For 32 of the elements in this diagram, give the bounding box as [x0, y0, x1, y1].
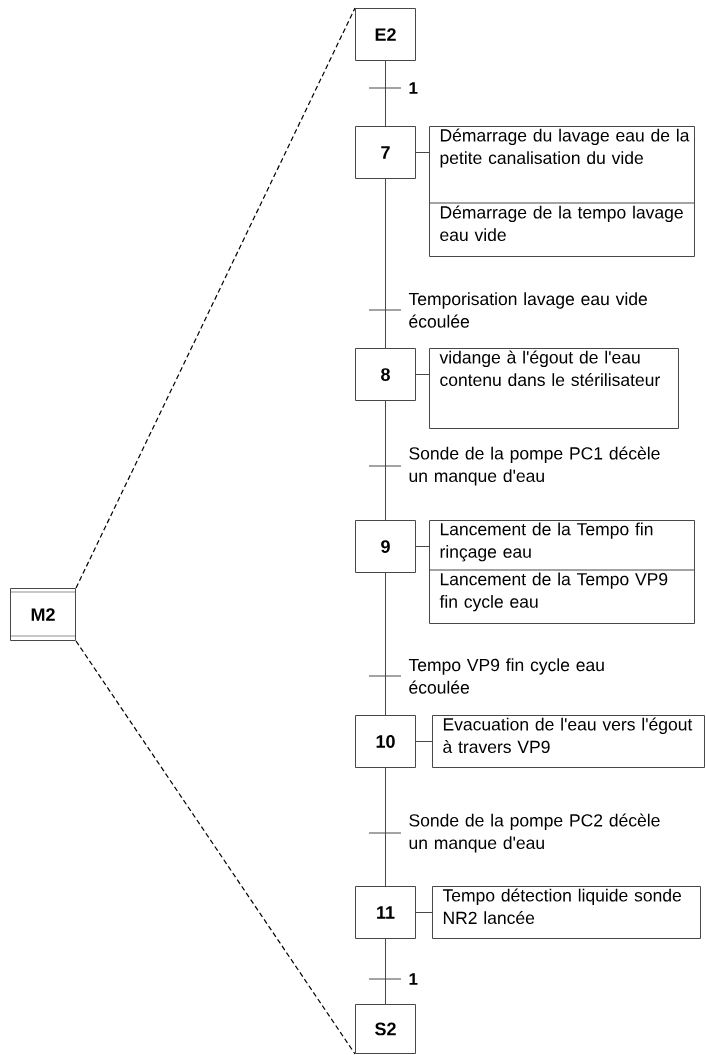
- step-box: 9: [355, 520, 416, 573]
- link-line: [415, 374, 430, 375]
- link-line: [385, 767, 386, 887]
- link-line: [385, 400, 386, 521]
- action-box: Démarrage du lavage eau de la petite canalisation du vide Démarrage de la tempo lavage eau vide: [428, 126, 695, 257]
- step-box: E2: [355, 8, 416, 61]
- step-box: 11: [355, 886, 416, 939]
- step-box: S2: [355, 1004, 416, 1054]
- action-box: Tempo détection liquide sonde NR2 lancée: [432, 886, 701, 939]
- link-line: [385, 60, 386, 127]
- transition-label: Sonde de la pompe PC1 décèle un manque d'eau: [409, 446, 660, 486]
- link-line: [415, 546, 430, 547]
- link-line: [415, 741, 433, 742]
- macro-step-box: M2: [9, 588, 76, 641]
- transition-label: 1: [409, 82, 418, 94]
- action-box: Evacuation de l'eau vers l'égout à travers VP9: [432, 715, 705, 768]
- transition-label: 1: [409, 973, 418, 985]
- link-line: [385, 178, 386, 349]
- link-line: [385, 572, 386, 716]
- step-box: 8: [355, 348, 416, 401]
- zoom-line: [75, 640, 356, 1055]
- link-line: [415, 152, 430, 153]
- step-box: 10: [355, 715, 416, 768]
- action-box: vidange à l'égout de l'eau contenu dans le stérilisateur: [429, 348, 679, 429]
- step-box: 7: [355, 126, 416, 179]
- transition-label: Tempo VP9 fin cycle eau écoulée: [408, 658, 604, 694]
- link-line: [385, 938, 386, 1005]
- action-box: Lancement de la Tempo fin rinçage eau Lancement de la Tempo VP9 fin cycle eau: [428, 520, 695, 624]
- transition-label: Sonde de la pompe PC2 décèle un manque d'eau: [409, 813, 660, 853]
- zoom-line: [75, 7, 356, 589]
- transition-label: Temporisation lavage eau vide écoulée: [408, 292, 647, 328]
- link-line: [415, 912, 433, 913]
